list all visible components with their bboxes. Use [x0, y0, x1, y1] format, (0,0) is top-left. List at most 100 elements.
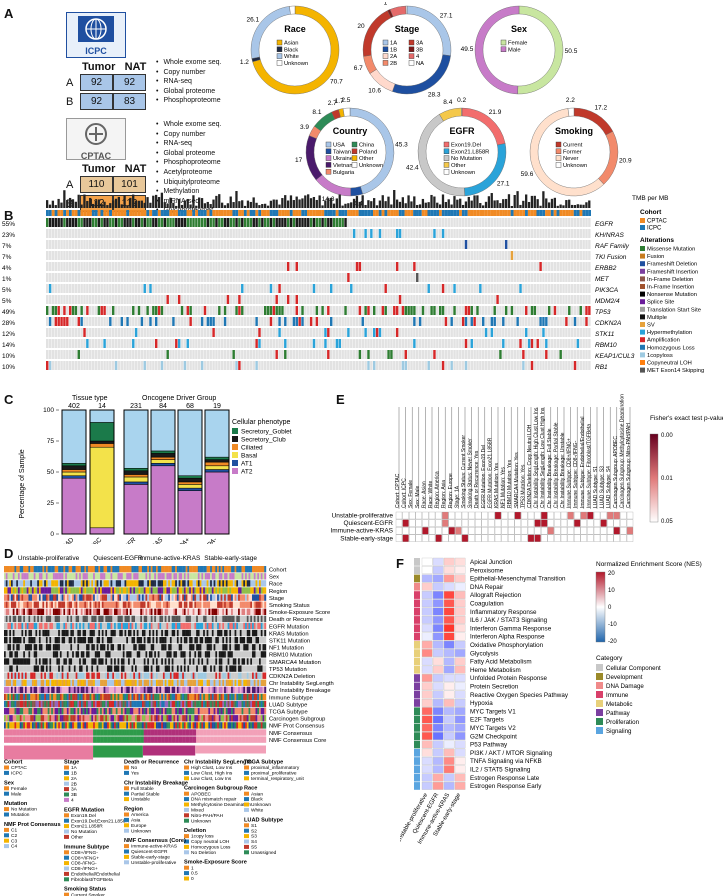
clinical-cell — [253, 622, 256, 630]
clinical-cell — [183, 615, 186, 623]
clinical-cell — [157, 622, 160, 630]
clinical-cell — [138, 622, 141, 630]
clinical-cell — [54, 573, 57, 580]
alteration-cell — [344, 317, 347, 326]
alteration-cell — [378, 361, 382, 370]
alteration-cell — [496, 218, 499, 227]
alteration-cell — [490, 218, 494, 227]
alteration-cell — [453, 262, 456, 271]
cohort-cell — [264, 210, 267, 216]
alteration-cell — [450, 295, 453, 304]
alteration-cell — [533, 306, 537, 315]
clinical-cell — [80, 615, 83, 623]
clinical-cell — [250, 608, 253, 615]
clinical-cell — [5, 629, 8, 637]
clinical-cell — [35, 573, 38, 580]
alteration-cell — [301, 317, 304, 326]
alteration-cell — [203, 306, 207, 315]
alteration-cell — [341, 262, 344, 271]
alteration-cell — [350, 262, 353, 271]
clinical-cell — [16, 580, 19, 587]
clinical-cell — [61, 573, 64, 580]
alteration-cell — [378, 240, 382, 249]
clinical-cell — [262, 601, 265, 608]
heatmap-cell — [593, 534, 601, 542]
clinical-cell — [26, 573, 29, 580]
clinical-cell — [100, 573, 103, 580]
alteration-cell — [203, 273, 207, 282]
clinical-cell — [98, 573, 101, 580]
clinical-cell — [24, 594, 27, 601]
cohort-cell — [381, 210, 385, 216]
tmb-bar — [527, 201, 531, 208]
heatmap-cell — [448, 534, 455, 542]
alteration-cell — [114, 317, 118, 326]
legend-label: SV — [647, 323, 655, 329]
clinical-cell — [246, 587, 249, 594]
alteration-cell — [198, 306, 201, 315]
clinical-cell — [264, 622, 267, 630]
heatmap-cell — [521, 511, 528, 520]
alteration-cell — [307, 361, 310, 370]
clinical-cell — [210, 587, 213, 594]
alteration-cell — [370, 306, 373, 315]
alteration-cell — [482, 361, 485, 370]
alteration-cell — [516, 361, 519, 370]
alteration-cell — [456, 218, 459, 227]
clinical-cell — [196, 622, 199, 630]
tmb-bar — [71, 199, 75, 208]
tmb-bar — [398, 201, 402, 208]
y-tick-label: 100 — [43, 407, 54, 414]
gene-name: ERBB2 — [595, 265, 617, 272]
cohort-cell — [550, 210, 554, 216]
clinical-cell — [128, 566, 130, 573]
clinical-cell — [59, 608, 62, 615]
alteration-cell — [48, 317, 52, 326]
alteration-cell — [186, 240, 189, 249]
clinical-cell — [264, 587, 267, 594]
alteration-cell — [476, 339, 479, 348]
clinical-cell — [229, 566, 232, 573]
clinical-cell — [231, 608, 234, 615]
tmb-bar — [109, 203, 112, 208]
legend-label: Frameshift Deletion — [647, 262, 697, 268]
alteration-cell — [390, 218, 393, 227]
tmb-bar — [407, 195, 410, 208]
clinical-cell — [138, 608, 141, 615]
clinical-cell — [91, 615, 94, 623]
alteration-cell — [467, 328, 471, 337]
clinical-cell — [45, 608, 48, 615]
alteration-cell — [186, 317, 189, 326]
alteration-cell — [344, 273, 347, 282]
pvalue-colorbar — [649, 433, 659, 523]
clinical-cell — [65, 573, 68, 580]
alteration-cell — [226, 218, 230, 227]
clinical-cell — [28, 587, 31, 594]
clinical-cell — [42, 608, 45, 615]
alteration-cell — [137, 339, 141, 348]
tmb-bar — [473, 195, 476, 208]
alteration-cell — [198, 339, 201, 348]
alteration-cell — [100, 229, 103, 238]
alteration-cell — [427, 229, 430, 238]
alteration-cell — [327, 284, 330, 293]
demographic-donuts: 70.71.226.12RaceAsianBlackWhiteUnknown27… — [240, 2, 632, 207]
clinical-cell — [100, 594, 103, 601]
clinical-cell — [147, 594, 150, 601]
alteration-cell — [522, 251, 525, 260]
alteration-cell — [66, 328, 69, 337]
clinical-cell — [105, 566, 108, 573]
alteration-cell — [430, 328, 433, 337]
alteration-cell — [289, 262, 293, 271]
clinical-cell — [131, 622, 134, 630]
clinical-cell — [169, 601, 172, 608]
alteration-cell — [301, 295, 304, 304]
bar-outline — [177, 409, 203, 535]
alteration-cell — [588, 262, 591, 271]
alteration-cell — [146, 218, 149, 227]
alteration-cell — [387, 306, 390, 315]
alteration-cell — [238, 317, 241, 326]
legend-swatch — [276, 39, 283, 46]
clinical-cell — [145, 622, 148, 630]
alteration-cell — [318, 251, 321, 260]
